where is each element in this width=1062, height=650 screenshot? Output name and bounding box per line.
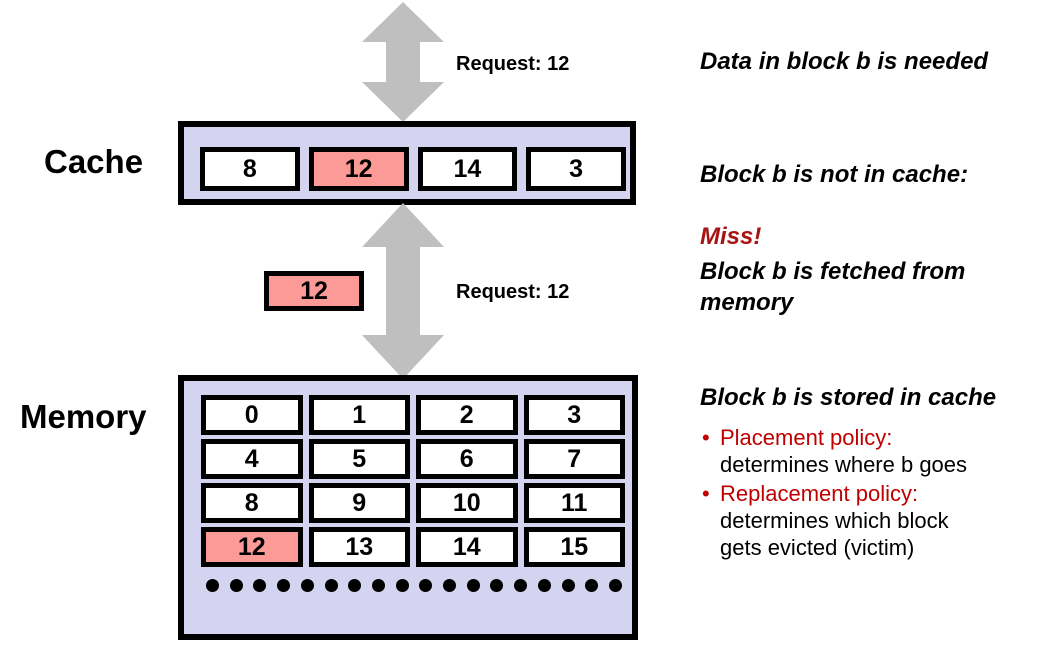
ellipsis-dot xyxy=(395,579,409,592)
memory-cell[interactable]: 15 xyxy=(523,527,625,567)
cpu-cache-double-arrow xyxy=(362,2,444,122)
cache-cell-row: 8 12 14 3 xyxy=(200,147,626,191)
memory-label: Memory xyxy=(20,398,147,435)
memory-cell[interactable]: 0 xyxy=(201,395,303,435)
memory-cell[interactable]: 11 xyxy=(523,483,625,523)
memory-ellipsis-dots xyxy=(206,579,622,592)
note-step-1: Data in block b is needed xyxy=(700,48,989,75)
bullet-desc: determines which block gets evicted (vic… xyxy=(720,508,949,560)
memory-container: 0 1 2 3 4 5 6 7 8 9 10 11 12 13 14 15 xyxy=(178,375,638,640)
cache-cell[interactable]: 14 xyxy=(417,147,518,191)
cache-cell[interactable]: 3 xyxy=(526,147,626,191)
memory-cell[interactable]: 4 xyxy=(201,439,303,479)
ellipsis-dot xyxy=(371,579,385,592)
memory-cell[interactable]: 2 xyxy=(416,395,518,435)
ellipsis-dot xyxy=(419,579,433,592)
ellipsis-dot xyxy=(561,579,575,592)
ellipsis-dot xyxy=(514,579,528,592)
memory-cell[interactable]: 5 xyxy=(308,439,410,479)
ellipsis-dot xyxy=(490,579,504,592)
memory-cell[interactable]: 9 xyxy=(308,483,410,523)
note-step-3: Block b is fetched from memory xyxy=(700,258,966,316)
bullet-term: Placement policy: xyxy=(720,425,893,450)
bullet-term: Replacement policy: xyxy=(720,481,919,506)
cache-label: Cache xyxy=(44,143,144,180)
ellipsis-dot xyxy=(206,579,219,592)
memory-cell-grid: 0 1 2 3 4 5 6 7 8 9 10 11 12 13 14 15 xyxy=(201,395,625,567)
ellipsis-dot xyxy=(537,579,551,592)
middle-request-label: Request: 12 xyxy=(456,281,570,303)
note-miss: Miss! xyxy=(700,223,762,250)
memory-cell[interactable]: 1 xyxy=(308,395,410,435)
note-step-2: Block b is not in cache: Miss! xyxy=(700,128,1050,252)
ellipsis-dot xyxy=(443,579,457,592)
policy-bullet-list: • Placement policy: determines where b g… xyxy=(700,424,1050,561)
memory-cell[interactable]: 3 xyxy=(523,395,625,435)
memory-cell[interactable]: 14 xyxy=(416,527,518,567)
bullet-item-replacement: • Replacement policy: determines which b… xyxy=(700,480,1050,561)
cache-container: 8 12 14 3 xyxy=(178,121,636,205)
memory-cell[interactable]: 8 xyxy=(201,483,303,523)
memory-cell[interactable]: 10 xyxy=(416,483,518,523)
ellipsis-dot xyxy=(300,579,314,592)
ellipsis-dot xyxy=(585,579,599,592)
memory-cell[interactable]: 7 xyxy=(523,439,625,479)
cache-cell[interactable]: 8 xyxy=(200,147,300,191)
bullet-marker-icon: • xyxy=(702,481,710,506)
cache-cell[interactable]: 12 xyxy=(308,147,409,191)
memory-cell[interactable]: 12 xyxy=(201,527,303,567)
note-step-2-line1: Block b is not in cache: xyxy=(700,161,969,188)
top-request-label: Request: 12 xyxy=(456,53,570,75)
memory-cell[interactable]: 6 xyxy=(416,439,518,479)
bullet-desc: determines where b goes xyxy=(720,452,968,477)
ellipsis-dot xyxy=(608,579,622,592)
bullet-item-placement: • Placement policy: determines where b g… xyxy=(700,424,1050,478)
fetched-block[interactable]: 12 xyxy=(264,271,364,311)
cache-memory-double-arrow xyxy=(362,203,444,379)
ellipsis-dot xyxy=(253,579,267,592)
bullet-marker-icon: • xyxy=(702,425,710,450)
ellipsis-dot xyxy=(348,579,362,592)
ellipsis-dot xyxy=(229,579,243,592)
ellipsis-dot xyxy=(466,579,480,592)
note-step-4-heading: Block b is stored in cache xyxy=(700,384,997,411)
ellipsis-dot xyxy=(324,579,338,592)
memory-cell[interactable]: 13 xyxy=(308,527,410,567)
ellipsis-dot xyxy=(277,579,291,592)
